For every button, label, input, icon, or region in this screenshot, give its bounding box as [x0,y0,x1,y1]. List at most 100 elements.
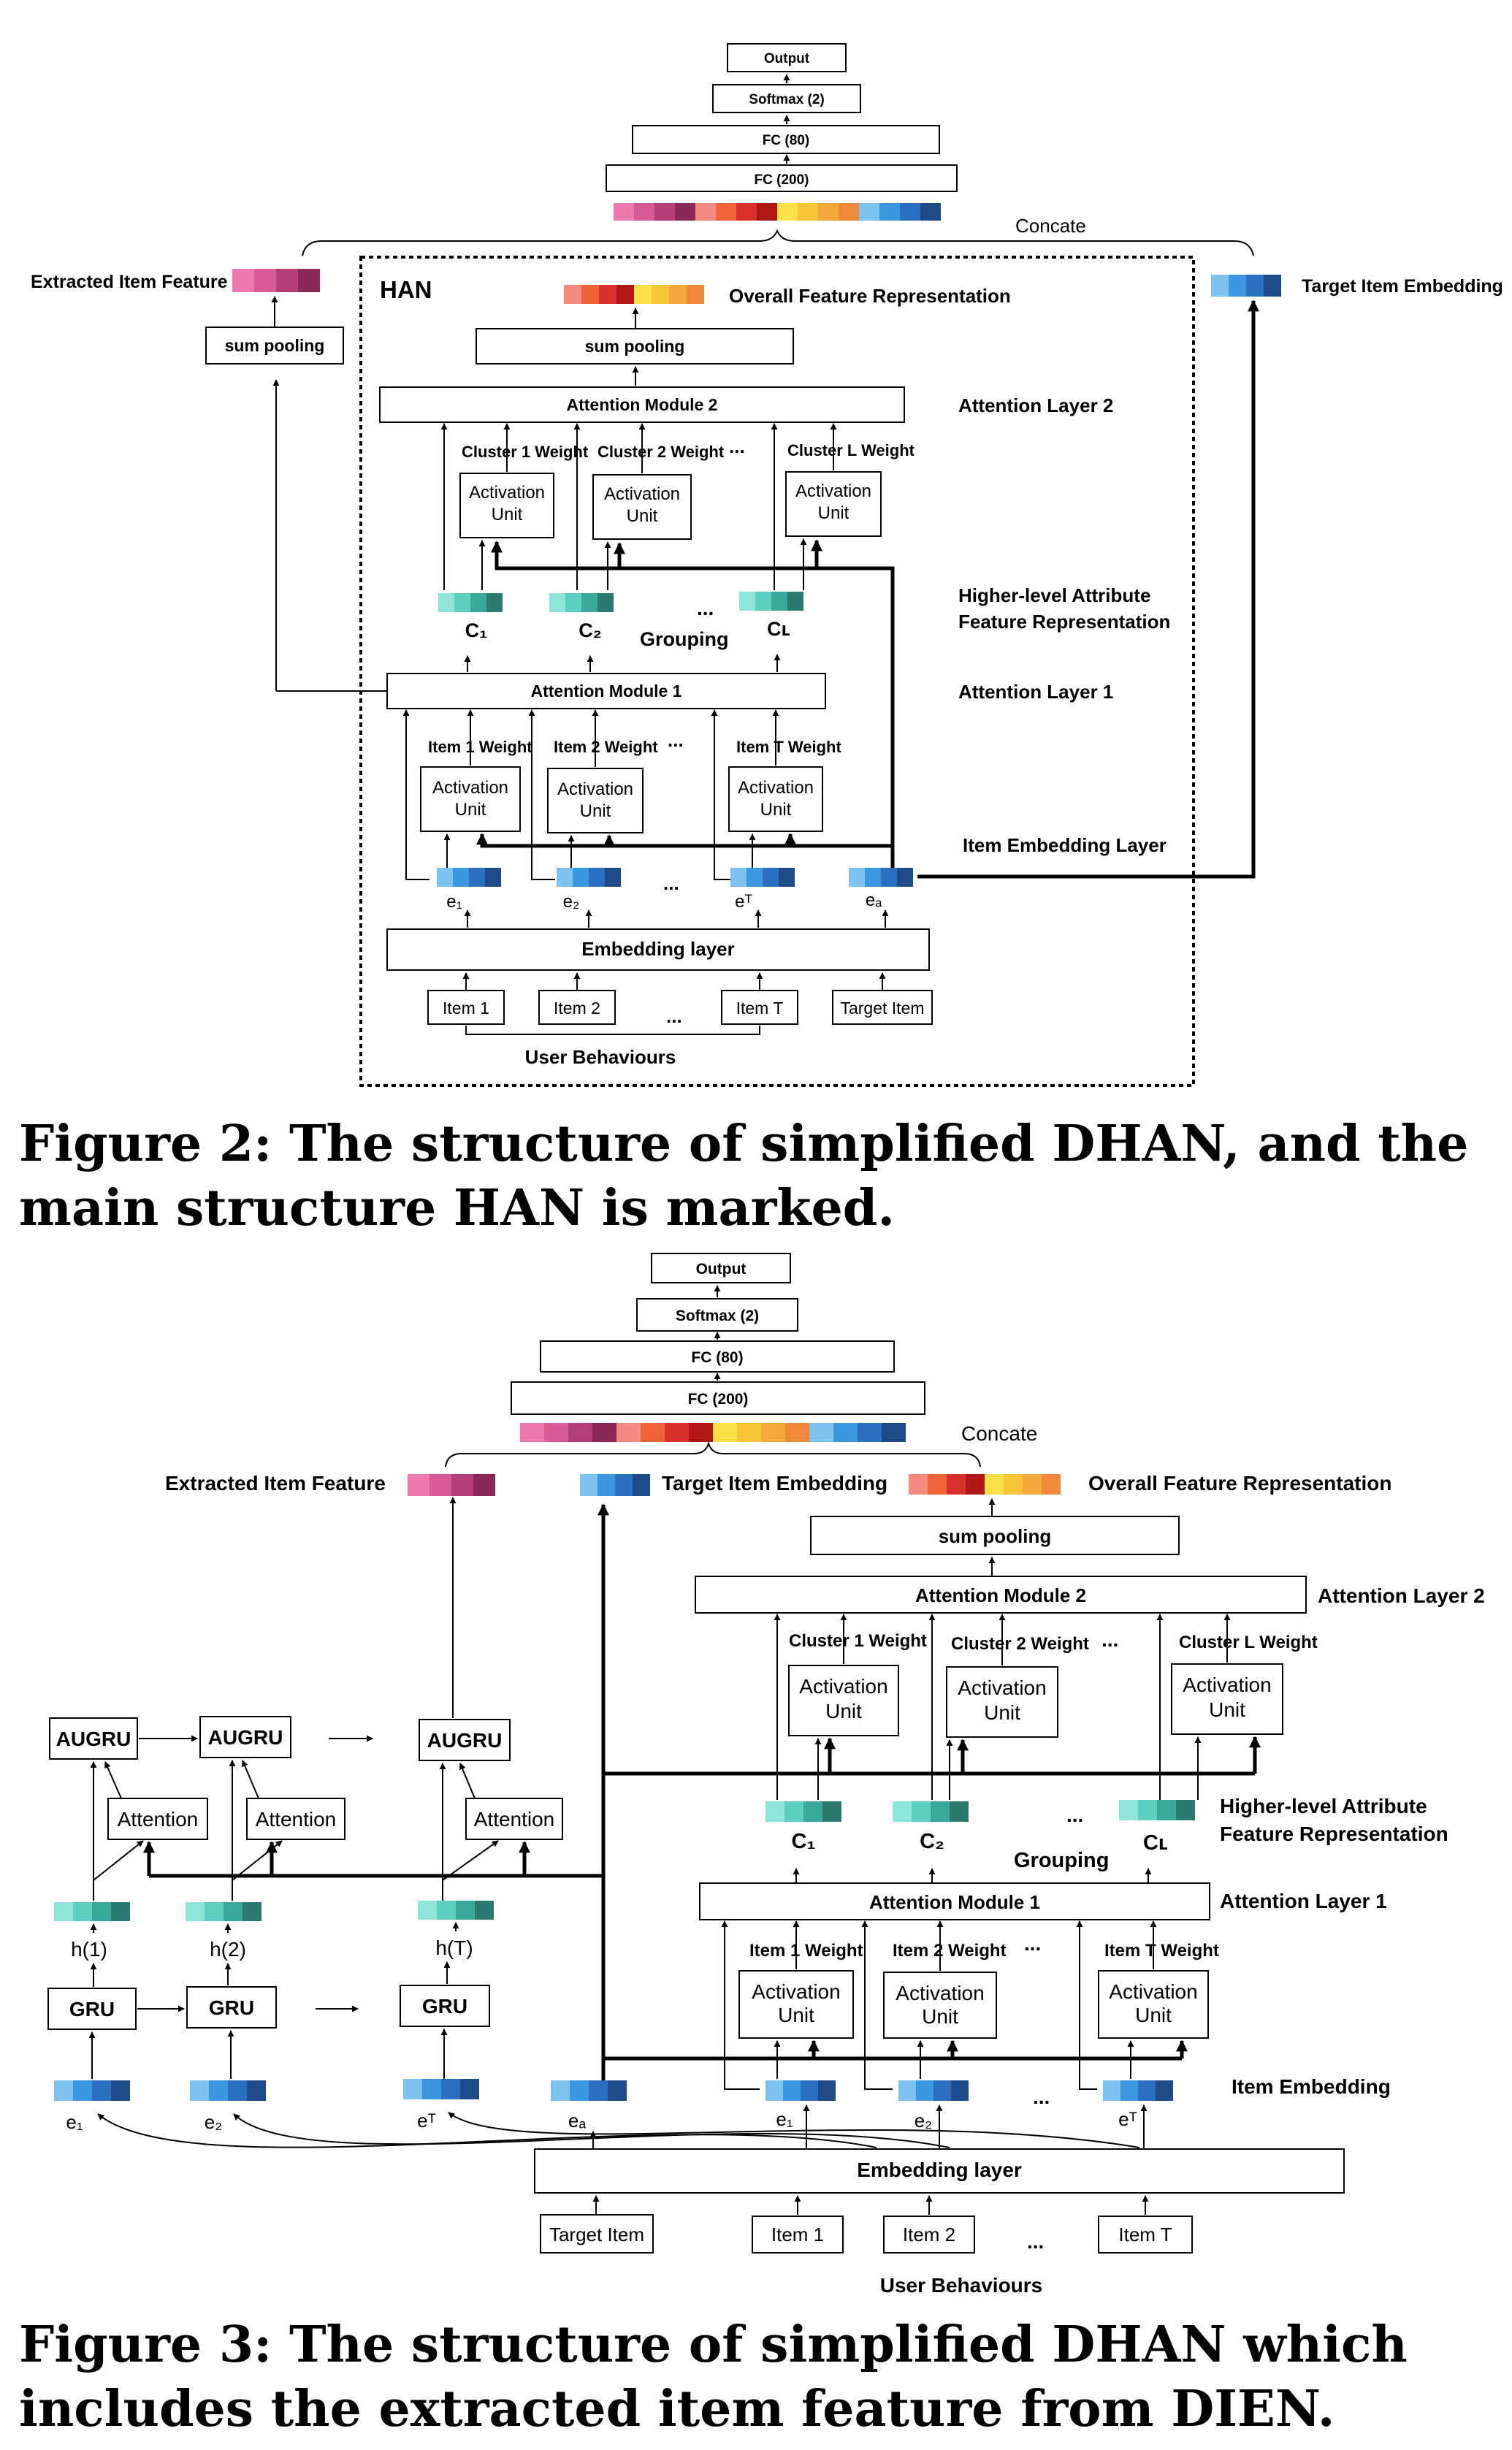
fig3-h1-label: h(1) [71,1938,107,1961]
svg-text:Activation: Activation [752,1980,840,2003]
fig2-item-2-weight: Item 2 Weight [554,738,658,756]
vector-cell [616,1423,641,1442]
fig3-cl-label: Cʟ [1143,1831,1168,1855]
fig2-cl-label: Cʟ [767,618,790,640]
fig3-right-et-label: eᵀ [1118,2108,1137,2130]
svg-text:sum pooling: sum pooling [225,336,325,355]
fig2-cluster-vector-ellipsis: ... [697,597,714,619]
vector-cell [438,593,454,612]
fig3-concate-label: Concate [961,1422,1037,1445]
vector-cell [839,203,859,221]
fig3-left-et-vector [403,2079,479,2099]
svg-text:Item T: Item T [1118,2224,1172,2245]
svg-text:GRU: GRU [69,1998,115,2020]
fig2-extracted-item-feature-label: Extracted Item Feature [31,272,228,292]
fig2-attention-layer-2-label: Attention Layer 2 [958,394,1113,416]
svg-text:Activation: Activation [604,484,680,504]
fig2-activation-unit-cluster-1: Activation Unit [459,473,554,538]
svg-text:Attention Module 1: Attention Module 1 [869,1891,1040,1913]
svg-text:Activation: Activation [795,481,871,501]
fig3-cluster-1-vector [765,1801,841,1822]
fig3-attention-t-box: Attention [465,1798,563,1840]
vector-cell [475,1901,494,1920]
svg-text:Unit: Unit [627,506,658,526]
vector-cell [809,1423,833,1442]
fig3-h2-vector [186,1902,261,1921]
vector-cell [92,1902,111,1921]
svg-text:Unit: Unit [825,1700,862,1722]
fig3-c2-label: C₂ [920,1830,944,1853]
fig3-ea-label: eₐ [568,2110,586,2132]
svg-text:FC (200): FC (200) [688,1391,749,1408]
vector-cell [739,592,755,611]
fig3-activation-unit-item-2: Activation Unit [883,1972,997,2039]
fig3-attention-module-2-box: Attention Module 2 [695,1576,1307,1614]
vector-cell [232,269,254,292]
fig3-ea-vector [551,2080,627,2101]
fig3-gru-t-box: GRU [400,1985,490,2027]
vector-cell [713,1423,737,1442]
vector-cell [763,868,779,887]
fig2-cluster-2-weight: Cluster 2 Weight [597,443,725,461]
fig3-cluster-ellipsis: ... [1101,1628,1118,1651]
vector-cell [616,285,634,304]
fig2-sum-pooling-box: sum pooling [476,328,794,365]
fig3-cluster-2-weight: Cluster 2 Weight [951,1634,1089,1654]
vector-cell [581,285,599,304]
fig3-ht-vector [418,1901,494,1920]
svg-text:GRU: GRU [422,1995,467,2018]
fig2-c1-label: C₁ [465,619,488,641]
svg-text:Output: Output [764,51,810,66]
fig2-concat-vector [614,203,941,221]
vector-cell [798,203,818,221]
svg-text:Softmax (2): Softmax (2) [676,1308,759,1324]
vector-cell [544,1423,568,1442]
fig2-higher-level-label-1: Higher-level Attribute [958,584,1150,606]
fig3-left-e2-label: e₂ [205,2111,223,2133]
fig3-cluster-1-weight: Cluster 1 Weight [789,1631,927,1651]
vector-cell [931,1801,950,1822]
vector-cell [1138,1800,1157,1820]
fig2-item-t-weight: Item T Weight [736,738,841,756]
fig3-augru-2-box: AUGRU [199,1716,291,1758]
vector-cell [205,1902,224,1921]
vector-cell [592,1423,616,1442]
fig2-activation-unit-item-1: Activation Unit [420,766,521,832]
fig2-e2-label: e₂ [563,892,580,912]
vector-cell [418,1901,437,1920]
svg-text:Activation: Activation [738,778,814,798]
svg-text:FC (200): FC (200) [755,172,809,188]
vector-cell [716,203,736,221]
svg-text:Item 2: Item 2 [903,2224,955,2245]
fig2-item-t-box: Item T [721,990,798,1025]
fig2-grouping-label: Grouping [640,628,728,650]
fig3-attention-layer-1-label: Attention Layer 1 [1220,1890,1387,1912]
vector-cell [928,1474,947,1495]
svg-text:Target Item: Target Item [549,2224,644,2245]
vector-cell [605,868,621,887]
vector-cell [597,593,614,612]
vector-cell [730,868,747,887]
figure-2-caption: Figure 2: The structure of simplified DH… [19,1115,1469,1237]
vector-cell [803,1801,822,1822]
svg-text:GRU: GRU [209,1996,254,2019]
vector-cell [1157,1800,1176,1820]
vector-cell [951,2080,969,2101]
fig3-target-item-box: Target Item [540,2214,654,2254]
svg-text:FC (80): FC (80) [763,133,809,148]
vector-cell [665,1423,689,1442]
vector-cell [429,1474,451,1496]
fig3-item-weight-ellipsis: ... [1024,1932,1041,1955]
fig3-attention-2-box: Attention [246,1798,345,1840]
fig3-overall-feature-vector [909,1474,1061,1495]
vector-cell [641,1423,665,1442]
fig2-cluster-ellipsis: ... [729,435,745,457]
fig3-right-e1-label: e₁ [776,2108,793,2130]
svg-text:Activation: Activation [799,1675,887,1698]
svg-text:sum pooling: sum pooling [939,1525,1052,1547]
fig3-right-et-vector [1103,2080,1173,2101]
figure-2-diagram: Output Softmax (2) FC (80) FC (200) Conc… [31,43,1503,1087]
fig2-activation-unit-cluster-l: Activation Unit [785,471,882,537]
fig3-cluster-l-weight: Cluster L Weight [1179,1633,1318,1652]
svg-text:Activation: Activation [557,779,633,799]
